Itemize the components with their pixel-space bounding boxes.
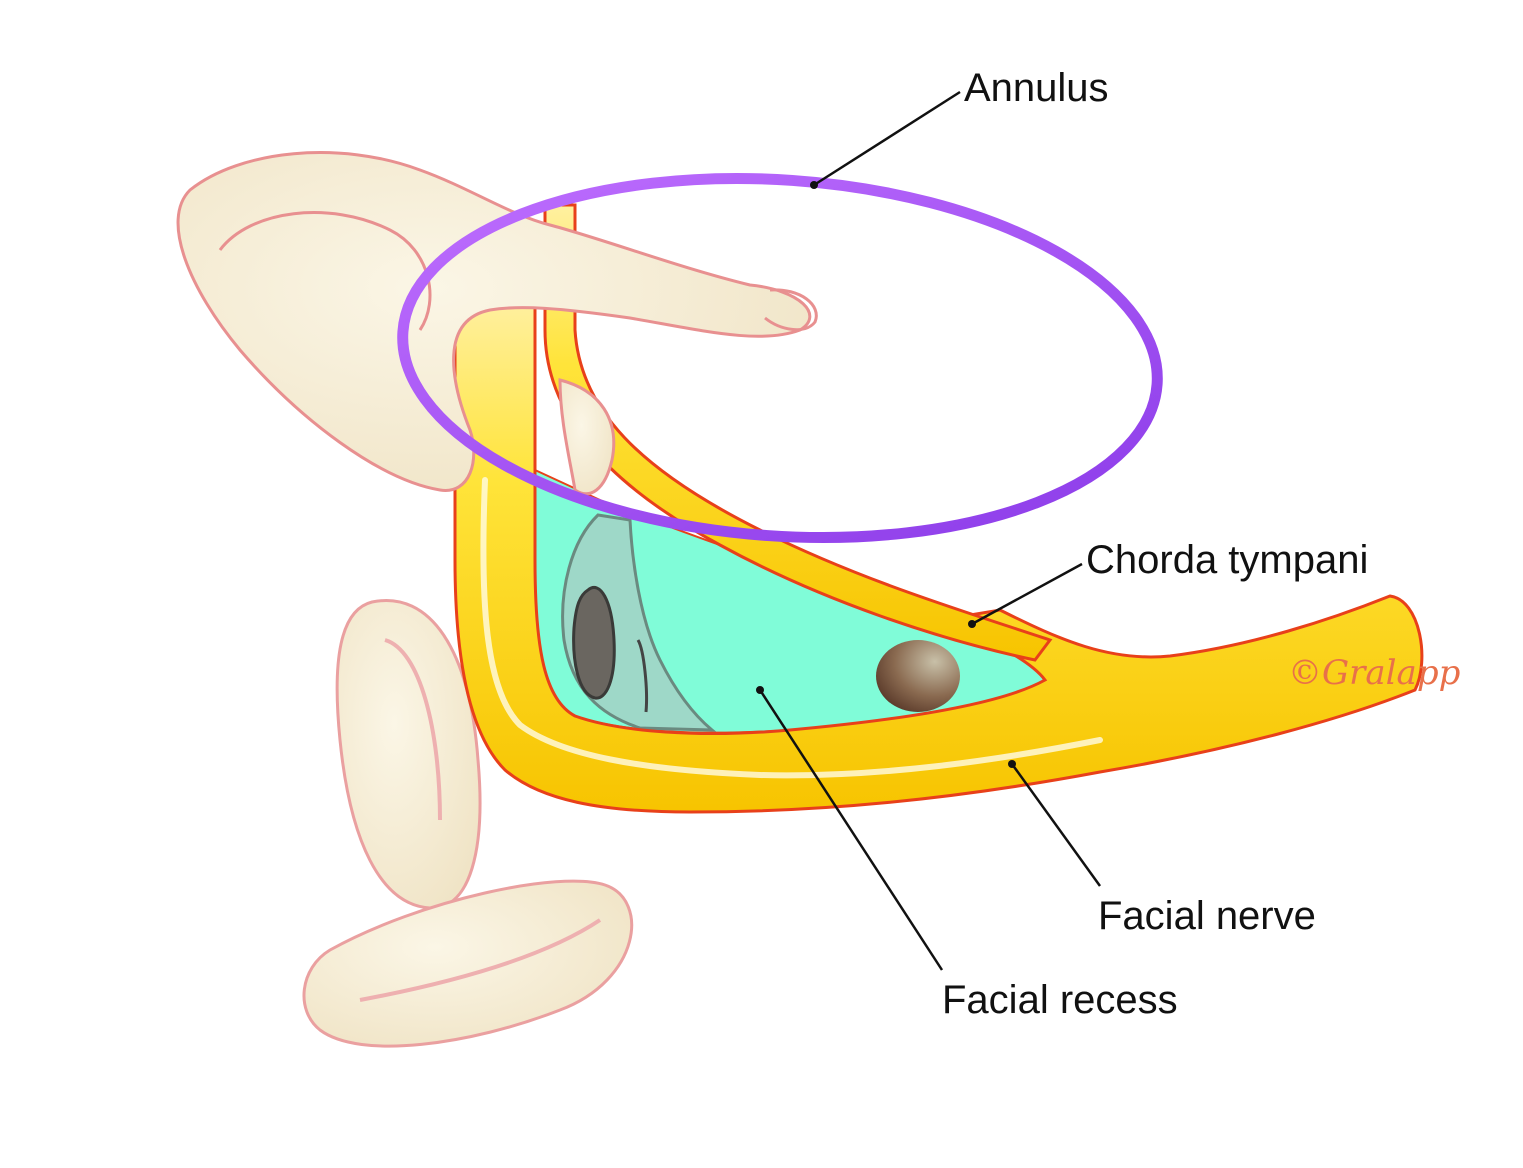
upper-ossicle-tip (764, 288, 818, 332)
annulus-ring (397, 172, 1163, 544)
label-facial-recess: Facial recess (942, 978, 1178, 1022)
lower-ossicle-shading (384, 638, 442, 821)
stapes-detail-2 (636, 639, 648, 713)
leader-facial-recess-dot (756, 686, 764, 694)
label-annulus: Annulus (964, 66, 1109, 110)
leader-facial-nerve (1010, 763, 1102, 887)
chorda-tympani-nerve (543, 203, 1053, 662)
leader-annulus (813, 90, 961, 187)
facial-nerve-highlight (480, 477, 1103, 779)
leader-chorda (971, 562, 1083, 626)
leader-annulus-dot (810, 181, 818, 189)
leader-chorda-dot (968, 620, 976, 628)
facial-nerve-trunk (453, 298, 1424, 814)
stapes-opening (572, 586, 616, 700)
label-chorda-tympani: Chorda tympani (1086, 538, 1369, 582)
lower-ossicle-horizontal (302, 879, 634, 1048)
upper-ossicle-process (558, 378, 616, 496)
lower-ossicle-horizontal-shading (359, 918, 602, 1002)
round-window (876, 640, 960, 712)
leader-facial-recess (758, 689, 944, 971)
label-facial-nerve: Facial nerve (1098, 894, 1316, 938)
upper-ossicle-mass (176, 151, 812, 492)
leader-facial-nerve-dot (1008, 760, 1016, 768)
artist-signature: ©Gralapp (1288, 653, 1461, 693)
upper-ossicle-contour (218, 211, 432, 331)
